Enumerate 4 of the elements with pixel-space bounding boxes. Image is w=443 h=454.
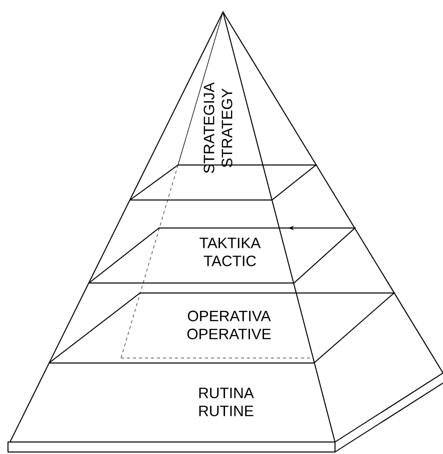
level-label: RUTINA RUTINE [199,388,254,416]
level-label: OPERATIVA OPERATIVE [187,310,271,340]
level-label: TAKTIKA TACTIC [200,238,261,266]
level-label: STRATEGIJA STRATEGY [204,82,232,174]
